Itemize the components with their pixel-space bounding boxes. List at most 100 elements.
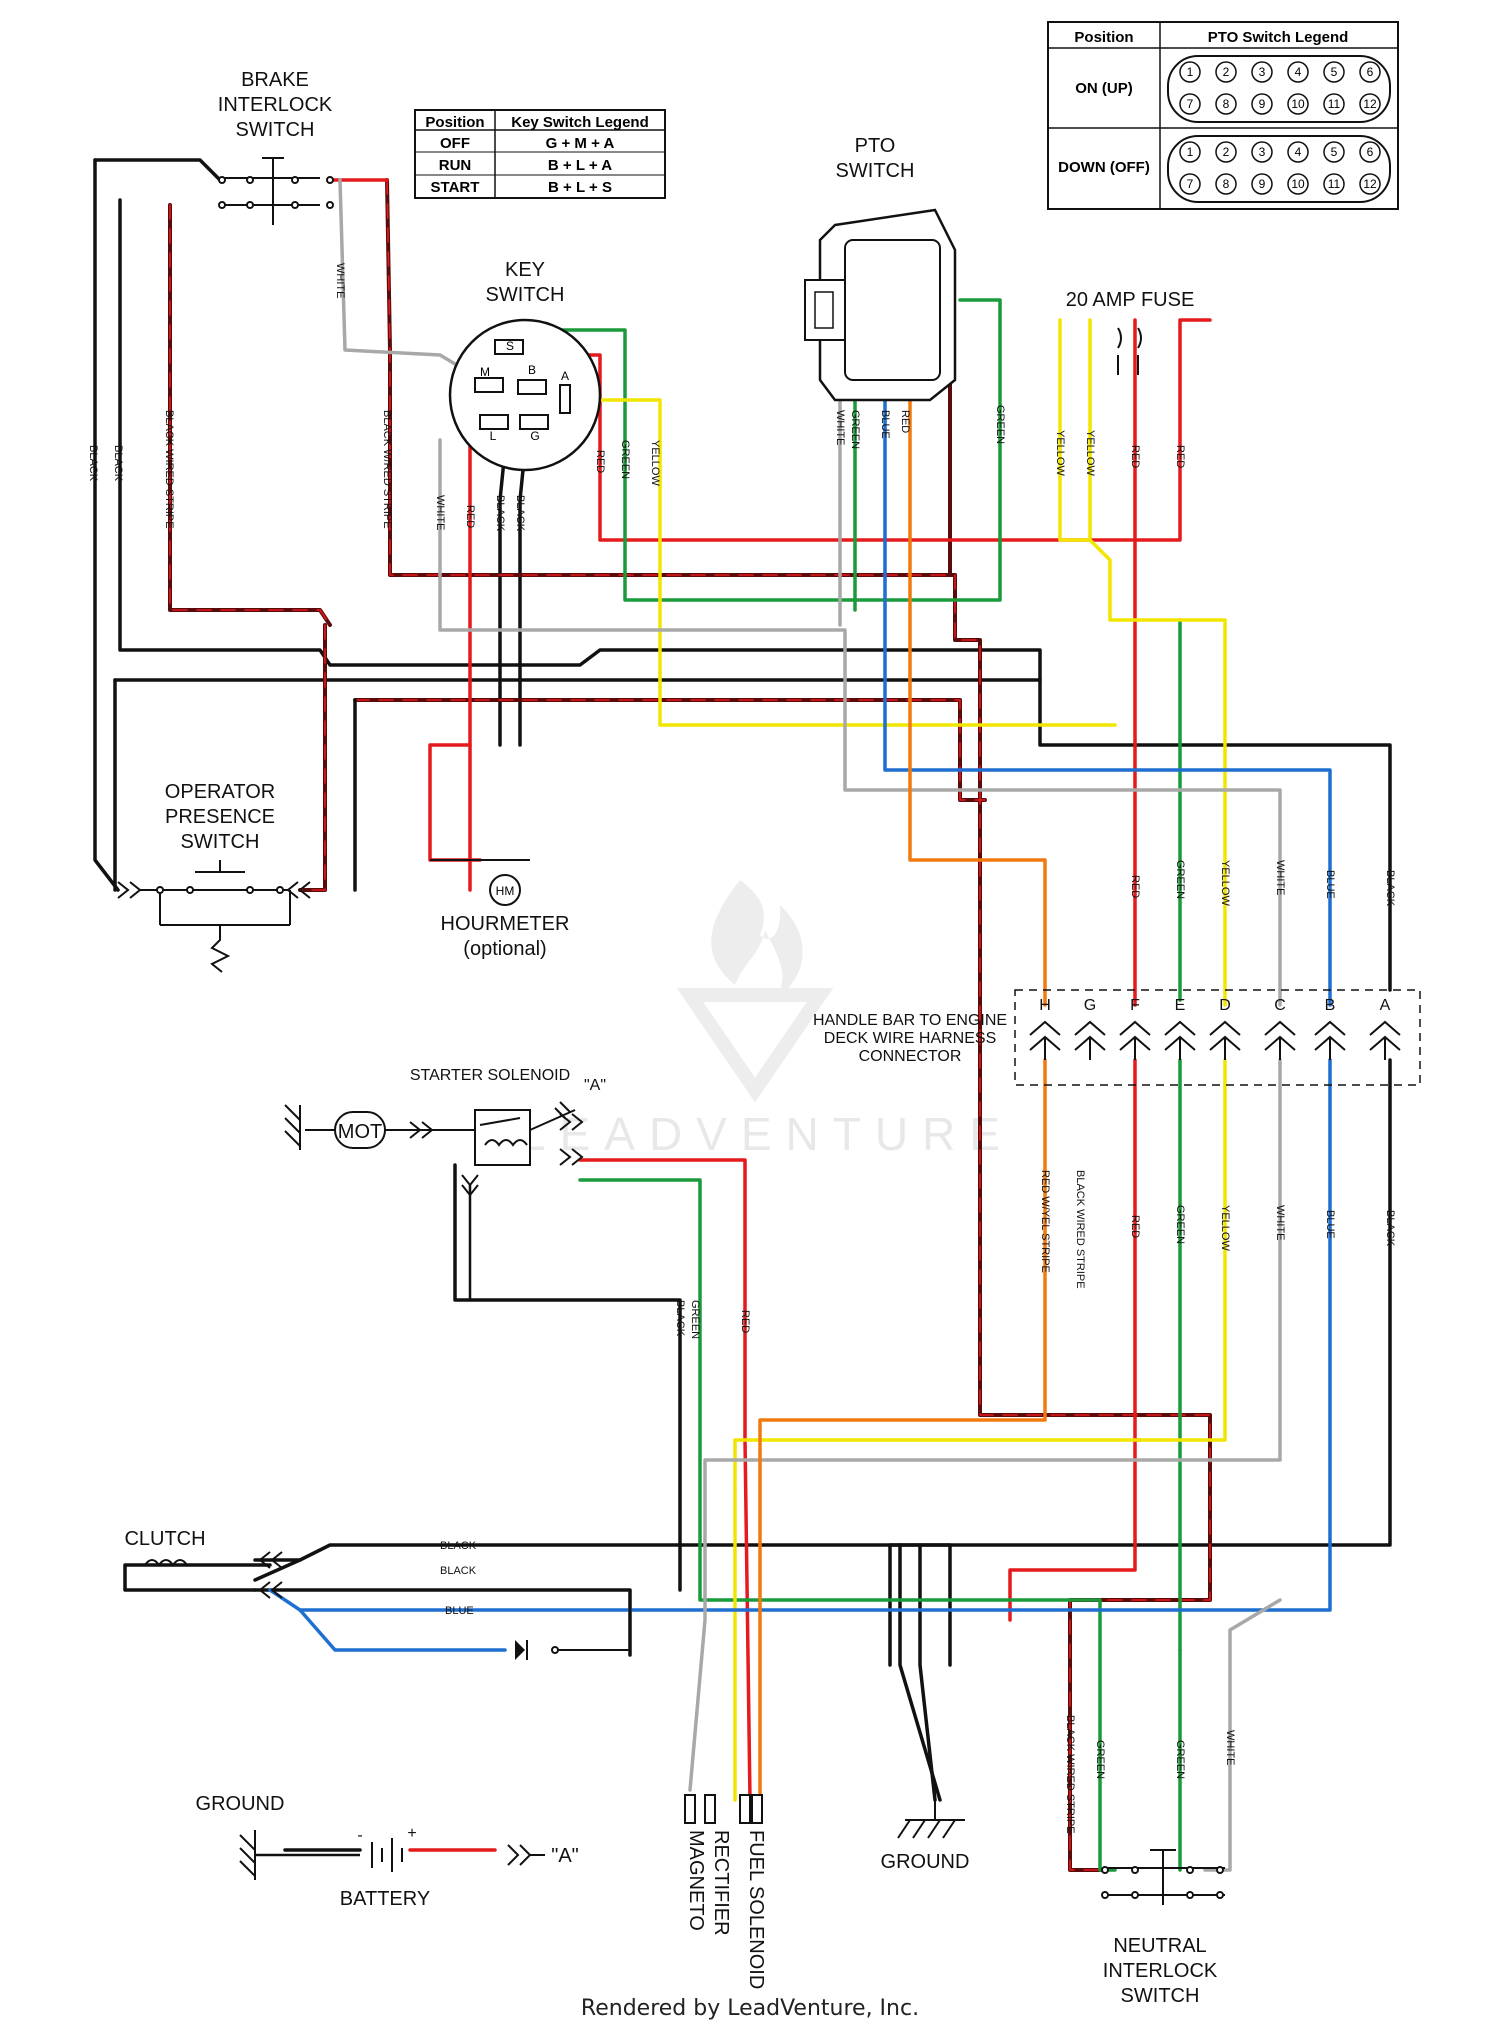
pto-legend-header-title: PTO Switch Legend <box>1208 29 1349 46</box>
wire-label: YELLOW <box>1054 430 1066 476</box>
pto-pin-circle <box>1359 173 1381 195</box>
brake-interlock-switch: BRAKE INTERLOCK SWITCH <box>218 69 334 225</box>
wire-label: BLACK <box>440 1540 477 1552</box>
connector-label-2: DECK WIRE HARNESS <box>824 1030 996 1047</box>
watermark-flame-icon <box>711 880 803 1000</box>
wire-label: GREEN <box>619 440 631 479</box>
hourmeter: HM HOURMETER (optional) <box>430 859 569 960</box>
pto-pin-number: 3 <box>1259 65 1266 79</box>
pto-pin-circle <box>1251 93 1273 115</box>
wire-label: RED <box>464 505 476 528</box>
pto-pin-circle <box>1323 61 1345 83</box>
pto-switch: PTO SWITCH <box>804 135 957 402</box>
pto-pin-circle <box>1251 173 1273 195</box>
wire-label: GREEN <box>994 405 1006 444</box>
pto-pin-number: 1 <box>1187 145 1194 159</box>
pto-pin-circle <box>1323 141 1345 163</box>
connector-pin-label: B <box>1325 997 1336 1014</box>
wire-label: BLACK WIRED STRIPE <box>1074 1170 1086 1289</box>
fuel-solenoid-label: FUEL SOLENOID <box>745 1830 767 1989</box>
pto-switch-label-1: PTO <box>855 135 896 157</box>
pto-pin-number: 12 <box>1363 177 1377 191</box>
pto-pin-circle <box>1287 141 1309 163</box>
wires <box>93 158 1392 1872</box>
brake-interlock-label-1: BRAKE <box>241 69 309 91</box>
pto-pin-circle <box>1215 173 1237 195</box>
wire-label: YELLOW <box>1084 430 1096 476</box>
pto-pin-circle <box>1179 93 1201 115</box>
watermark-text: LEADVENTURE <box>520 1108 1014 1160</box>
rectifier-label: RECTIFIER <box>710 1830 732 1936</box>
wire-label: BLACK <box>514 495 526 532</box>
key-switch-legend: Position Key Switch Legend OFF G + M + A… <box>414 109 666 199</box>
engine-accessories: MAGNETO RECTIFIER FUEL SOLENOID <box>684 1794 767 1989</box>
pto-pin-number: 1 <box>1187 65 1194 79</box>
clutch-label: CLUTCH <box>124 1528 205 1550</box>
pto-pin-number: 7 <box>1187 177 1194 191</box>
wire-label: BLACK <box>440 1565 477 1577</box>
connector-pin-label: D <box>1219 997 1231 1014</box>
terminal-a-label: "A" <box>584 1077 606 1094</box>
pto-pin-circle <box>1215 61 1237 83</box>
handlebar-connector: HANDLE BAR TO ENGINE DECK WIRE HARNESS C… <box>813 989 1421 1086</box>
fuse-label: 20 AMP FUSE <box>1066 289 1195 311</box>
battery-minus-icon: - <box>357 1827 362 1844</box>
wire-label: GREEN <box>849 410 861 449</box>
neutral-interlock-label-3: SWITCH <box>1121 1985 1200 2007</box>
pto-pin-number: 2 <box>1223 145 1230 159</box>
connector-pin-label: A <box>1380 997 1391 1014</box>
key-legend-row-off-value: G + M + A <box>546 135 615 152</box>
pto-pin-number: 9 <box>1259 177 1266 191</box>
pto-pin-number: 4 <box>1295 145 1302 159</box>
connector-label-1: HANDLE BAR TO ENGINE <box>813 1012 1007 1029</box>
neutral-interlock-label-1: NEUTRAL <box>1113 1935 1206 1957</box>
wire-label: BLACK <box>1384 870 1396 907</box>
pto-pin-circle <box>1251 141 1273 163</box>
pto-pin-circle <box>1287 61 1309 83</box>
battery-plus-icon: + <box>407 1825 416 1842</box>
pto-legend-header-position: Position <box>1074 29 1133 46</box>
pto-pin-circle <box>1179 141 1201 163</box>
pto-pin-number: 9 <box>1259 97 1266 111</box>
wire-label: GREEN <box>689 1300 701 1339</box>
wire-label: BLACK <box>494 495 506 532</box>
key-terminal-a: A <box>561 369 569 383</box>
ground-left-label: GROUND <box>196 1793 285 1815</box>
operator-presence-label-1: OPERATOR <box>165 781 275 803</box>
key-legend-header-position: Position <box>425 114 484 131</box>
wire-label: RED <box>739 1310 751 1333</box>
brake-interlock-label-2: INTERLOCK <box>218 94 333 116</box>
pto-pin-number: 6 <box>1367 65 1374 79</box>
pto-pin-number: 3 <box>1259 145 1266 159</box>
wire-label: BLUE <box>445 1605 474 1617</box>
pto-pin-circle <box>1215 93 1237 115</box>
connector-label-3: CONNECTOR <box>859 1048 962 1065</box>
starter-solenoid: STARTER SOLENOID "A" <box>410 1067 606 1300</box>
wire-label: WHITE <box>434 495 446 530</box>
connector-pin-label: C <box>1274 997 1286 1014</box>
pto-pin-number: 10 <box>1291 177 1305 191</box>
connector-pin-label: E <box>1175 997 1186 1014</box>
key-legend-row-start-value: B + L + S <box>548 179 612 196</box>
wire-label: WHITE <box>1224 1730 1236 1765</box>
wire-label: WHITE <box>1274 1205 1286 1240</box>
pto-pin-circle <box>1287 173 1309 195</box>
key-terminal-b: B <box>528 363 536 377</box>
pto-pin-number: 5 <box>1331 145 1338 159</box>
pto-pin-circle <box>1323 173 1345 195</box>
key-legend-row-run-position: RUN <box>439 157 472 174</box>
pto-pin-number: 11 <box>1328 97 1341 111</box>
footer-credit: Rendered by LeadVenture, Inc. <box>581 1996 919 2021</box>
wire-label: RED <box>1129 1215 1141 1238</box>
pto-pin-circle <box>1359 141 1381 163</box>
starter-motor: MOT <box>284 1104 475 1150</box>
wire-label: WHITE <box>1274 860 1286 895</box>
pto-pin-number: 5 <box>1331 65 1338 79</box>
motor-label: MOT <box>338 1121 382 1143</box>
wire-label: BLUE <box>879 410 891 439</box>
pto-pin-number: 8 <box>1223 97 1230 111</box>
pto-legend-row-on: ON (UP) <box>1075 80 1133 97</box>
magneto-label: MAGNETO <box>685 1830 707 1931</box>
clutch: CLUTCH <box>124 1528 632 1660</box>
